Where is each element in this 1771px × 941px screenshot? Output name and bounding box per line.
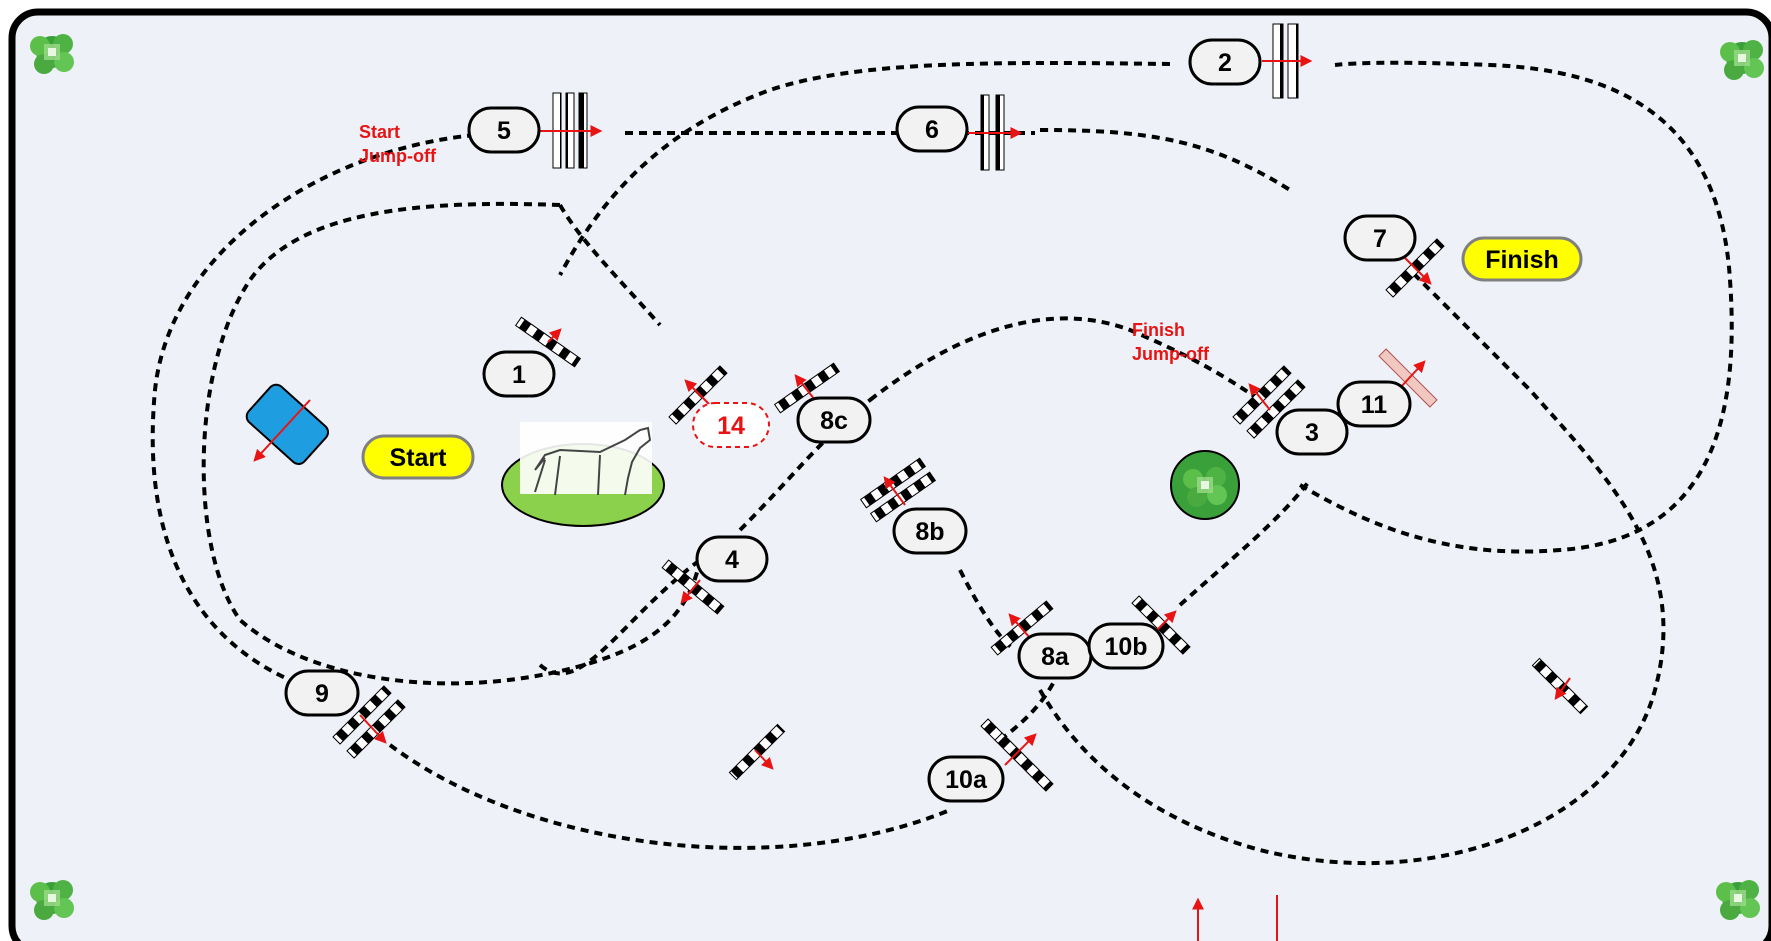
- spare-obstacle-bar: [728, 723, 786, 781]
- obstacle-label-2: 2: [1188, 38, 1262, 86]
- svg-text:8c: 8c: [820, 407, 848, 435]
- obstacle-label-10a: 10a: [927, 755, 1005, 803]
- svg-text:3: 3: [1305, 419, 1319, 447]
- horse-icon: [501, 422, 665, 527]
- obstacle-label-10b: 10b: [1087, 622, 1165, 670]
- obstacle-11-bar: [1378, 348, 1438, 408]
- svg-text:8a: 8a: [1041, 643, 1070, 671]
- svg-text:10a: 10a: [945, 766, 988, 794]
- obstacle-label-4: 4: [695, 535, 769, 583]
- finish-jumpoff-note: Finish Jump-off: [1132, 320, 1210, 364]
- obstacle-10a-bar: [980, 718, 1054, 792]
- svg-text:4: 4: [725, 546, 739, 574]
- svg-text:Start: Start: [390, 444, 448, 472]
- tree-icon: [1720, 40, 1764, 80]
- obstacle-label-6: 6: [895, 105, 969, 153]
- start-jumpoff-note: Start Jump-off: [359, 122, 437, 166]
- svg-text:7: 7: [1373, 225, 1387, 253]
- tree-icon: [30, 880, 74, 920]
- entry-gate-marker: [1192, 895, 1278, 941]
- obstacle-9-bar: [332, 685, 406, 759]
- obstacle-2-bar: [1262, 23, 1313, 99]
- svg-text:9: 9: [315, 680, 329, 708]
- tree-icon: [30, 34, 74, 74]
- obstacle-8a-bar: [990, 600, 1054, 656]
- start-label: Start: [361, 434, 475, 480]
- obstacle-label-14: 14: [692, 402, 770, 448]
- tree-icon: [1170, 450, 1240, 520]
- obstacle-label-7: 7: [1343, 214, 1417, 262]
- obstacle-10b-bar: [1131, 595, 1191, 655]
- obstacle-label-1: 1: [482, 350, 556, 398]
- obstacle-5-bar: [540, 92, 603, 169]
- spare-obstacle-bar: [1531, 657, 1589, 715]
- obstacle-label-11: 11: [1336, 380, 1412, 428]
- obstacle-6-bar: [965, 94, 1023, 171]
- svg-text:5: 5: [497, 117, 511, 145]
- svg-text:14: 14: [717, 412, 745, 440]
- obstacle-3-bar: [1232, 365, 1306, 439]
- water-jump-icon: [245, 383, 330, 465]
- obstacle-label-8a: 8a: [1017, 632, 1093, 680]
- obstacle-label-3: 3: [1275, 408, 1349, 456]
- tree-icon: [1716, 880, 1760, 920]
- svg-text:Jump-off: Jump-off: [359, 146, 437, 166]
- svg-text:Start: Start: [359, 122, 400, 142]
- obstacle-label-8b: 8b: [892, 507, 968, 555]
- obstacle-label-9: 9: [284, 669, 360, 717]
- arena-border: [8, 8, 1771, 941]
- finish-label: Finish: [1461, 236, 1583, 282]
- svg-text:Jump-off: Jump-off: [1132, 344, 1210, 364]
- svg-text:Finish: Finish: [1132, 320, 1185, 340]
- svg-text:Finish: Finish: [1485, 246, 1559, 274]
- obstacle-label-8c: 8c: [796, 396, 872, 444]
- obstacle-4-bar: [661, 559, 725, 615]
- obstacle-7-bar: [1385, 238, 1445, 298]
- obstacle-8c-bar: [773, 362, 841, 414]
- svg-text:8b: 8b: [915, 518, 944, 546]
- obstacle-1-bar: [514, 316, 582, 368]
- obstacle-8b-bar: [859, 457, 937, 523]
- svg-text:11: 11: [1361, 391, 1388, 419]
- svg-text:1: 1: [512, 361, 526, 389]
- obstacle-label-5: 5: [467, 106, 541, 154]
- obstacle-14-bar: [668, 365, 728, 425]
- svg-text:10b: 10b: [1104, 633, 1147, 661]
- svg-text:2: 2: [1218, 49, 1232, 77]
- svg-text:6: 6: [925, 116, 939, 144]
